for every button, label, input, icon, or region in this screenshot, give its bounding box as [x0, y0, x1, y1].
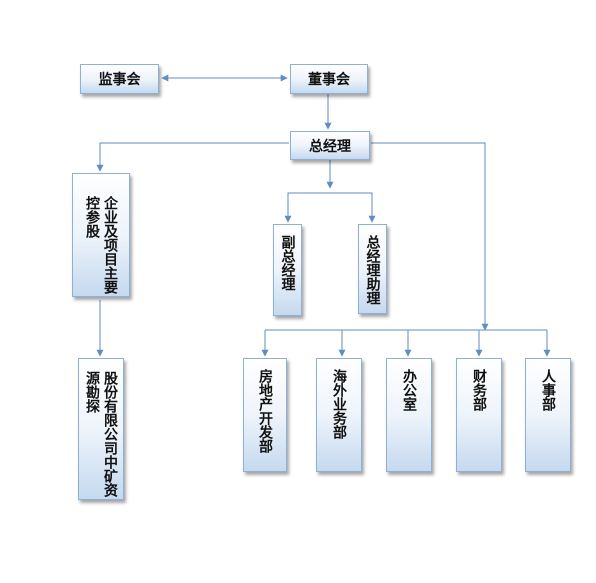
node-overseas-dept: 海外业务部 [316, 358, 362, 472]
node-board-of-directors: 董事会 [290, 64, 368, 94]
link-gm-holding [96, 142, 289, 172]
link-gm-departments [371, 142, 489, 331]
node-mining-company: 股份有限公司中矿资源勘探 [78, 358, 124, 500]
node-real-estate-dept: 房地产开发部 [243, 358, 287, 472]
node-hr-dept: 人事部 [525, 358, 571, 472]
node-general-manager: 总经理 [290, 131, 370, 160]
node-deputy-gm: 副总经理 [273, 224, 302, 316]
node-finance-dept: 财务部 [456, 358, 502, 472]
node-holding-companies: 企业及项目主要控参股 [72, 173, 130, 297]
node-supervisory-board: 监事会 [80, 64, 159, 94]
node-office: 办公室 [386, 358, 432, 472]
node-gm-assistant: 总经理助理 [358, 224, 387, 314]
link-deputy-branch [284, 192, 376, 223]
